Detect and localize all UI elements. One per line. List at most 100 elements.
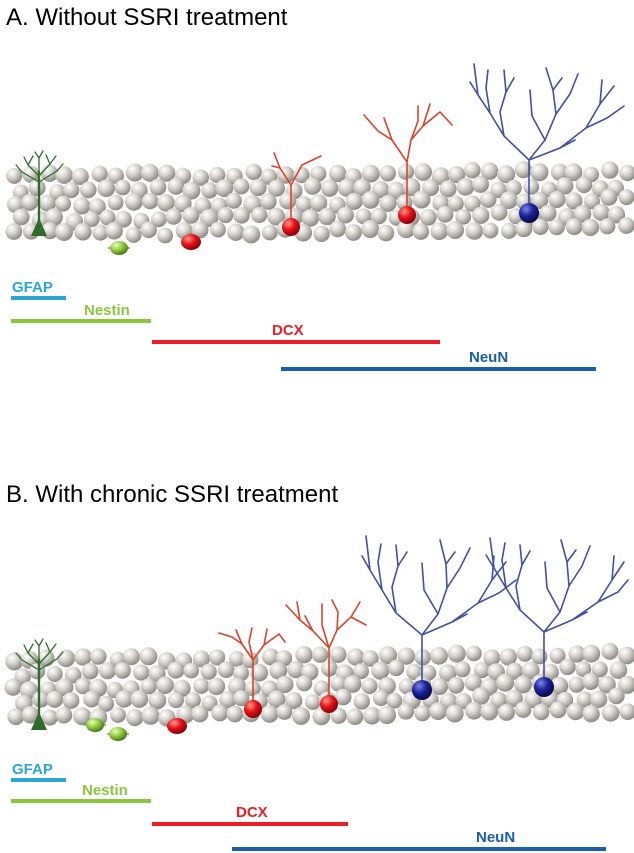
dcx-immature-neuron bbox=[218, 627, 286, 718]
granule-cell bbox=[564, 163, 583, 182]
granule-cell bbox=[183, 662, 200, 679]
granule-cell bbox=[454, 661, 471, 678]
granule-cell bbox=[233, 690, 250, 707]
granule-cell bbox=[480, 162, 499, 180]
granule-cell bbox=[46, 666, 63, 682]
granule-cell bbox=[260, 705, 279, 723]
nestin-progenitor-cell bbox=[84, 718, 106, 732]
neun-mature-neuron bbox=[361, 535, 517, 700]
granule-cell bbox=[12, 208, 30, 226]
granule-cell bbox=[406, 663, 423, 681]
granule-cell bbox=[209, 166, 226, 184]
granule-cell bbox=[167, 661, 185, 679]
granule-cell bbox=[46, 690, 64, 708]
granule-cell bbox=[480, 702, 499, 721]
granule-cell bbox=[530, 163, 549, 182]
granule-cell bbox=[276, 675, 294, 694]
nestin-progenitor-cell bbox=[108, 241, 130, 255]
granule-cell bbox=[200, 209, 219, 227]
granule-cell bbox=[130, 690, 149, 708]
granule-cell bbox=[343, 675, 362, 693]
granule-cell bbox=[4, 678, 22, 696]
granule-cell bbox=[219, 691, 237, 709]
granule-cell bbox=[472, 175, 489, 193]
granule-cell-layer bbox=[5, 161, 634, 244]
granule-cell bbox=[482, 222, 499, 239]
granule-cell bbox=[191, 221, 209, 239]
granule-cell bbox=[353, 178, 371, 197]
granule-cell bbox=[7, 708, 25, 726]
granule-cell bbox=[566, 702, 585, 721]
granule-cell bbox=[582, 672, 600, 691]
granule-cell bbox=[249, 178, 267, 197]
granule-cell bbox=[448, 166, 466, 184]
granule-cell bbox=[125, 163, 144, 182]
granule-cell bbox=[182, 181, 201, 200]
granule-cell bbox=[107, 194, 124, 211]
granule-cell bbox=[498, 703, 515, 721]
granule-cell bbox=[124, 192, 143, 211]
granule-cell bbox=[514, 675, 532, 694]
granule-cell bbox=[250, 663, 269, 682]
granule-cell bbox=[464, 195, 481, 212]
granule-cell bbox=[591, 661, 608, 678]
neun-label: NeuN bbox=[469, 349, 508, 366]
panel-a: A. Without SSRI treatment bbox=[5, 4, 634, 371]
granule-cell bbox=[192, 650, 210, 668]
granule-cell bbox=[5, 652, 24, 671]
granule-cell bbox=[397, 220, 416, 239]
granule-cell bbox=[55, 195, 72, 212]
granule-cell bbox=[515, 701, 532, 718]
astrocyte-cell bbox=[15, 638, 64, 730]
granule-cell bbox=[548, 219, 565, 236]
marker-ranges: GFAP Nestin DCX NeuN bbox=[11, 761, 606, 851]
granule-cell bbox=[345, 224, 362, 241]
granule-cell bbox=[241, 651, 259, 669]
granule-cell bbox=[556, 177, 574, 195]
granule-cell bbox=[431, 167, 450, 186]
granule-cell bbox=[345, 192, 363, 210]
granule-cell bbox=[110, 707, 126, 723]
granule-cell bbox=[125, 227, 142, 244]
granule-cell bbox=[501, 222, 517, 239]
granule-cell bbox=[465, 702, 483, 720]
granule-cell bbox=[548, 191, 566, 208]
granule-cell bbox=[167, 178, 185, 195]
granule-cell bbox=[377, 705, 397, 725]
granule-cell bbox=[73, 197, 91, 215]
granule-cell bbox=[531, 648, 548, 665]
granule-cell bbox=[575, 176, 593, 194]
granule-cell bbox=[355, 208, 372, 225]
granule-cell bbox=[337, 206, 354, 224]
granule-cell bbox=[141, 192, 159, 210]
granule-cell bbox=[618, 646, 634, 665]
granule-cell bbox=[268, 179, 285, 197]
granule-cell bbox=[165, 208, 182, 225]
granule-cell bbox=[262, 648, 280, 666]
granule-cell bbox=[499, 648, 517, 666]
granule-cell bbox=[309, 194, 328, 212]
granule-cell bbox=[200, 663, 217, 680]
panel-a-title: A. Without SSRI treatment bbox=[6, 4, 288, 31]
granule-cell bbox=[445, 704, 464, 723]
granule-cell bbox=[582, 644, 601, 663]
neun-mature-neuron bbox=[485, 537, 629, 697]
granule-cell bbox=[260, 193, 277, 210]
granule-cell bbox=[269, 661, 288, 680]
nestin-progenitor-cell bbox=[107, 727, 129, 741]
granule-cell bbox=[363, 706, 381, 725]
granule-cell bbox=[184, 692, 201, 709]
granule-cell bbox=[377, 224, 395, 242]
granule-cell bbox=[62, 692, 80, 709]
granule-cell bbox=[490, 691, 508, 709]
granule-cell bbox=[549, 701, 567, 719]
granule-cell bbox=[330, 707, 347, 724]
granule-cell bbox=[598, 675, 616, 694]
granule-cell bbox=[114, 179, 131, 196]
granule-cell bbox=[601, 642, 619, 660]
granule-cell bbox=[193, 677, 210, 694]
granule-cell bbox=[139, 647, 158, 666]
granule-cell bbox=[455, 208, 472, 225]
granule-cell bbox=[531, 192, 549, 209]
